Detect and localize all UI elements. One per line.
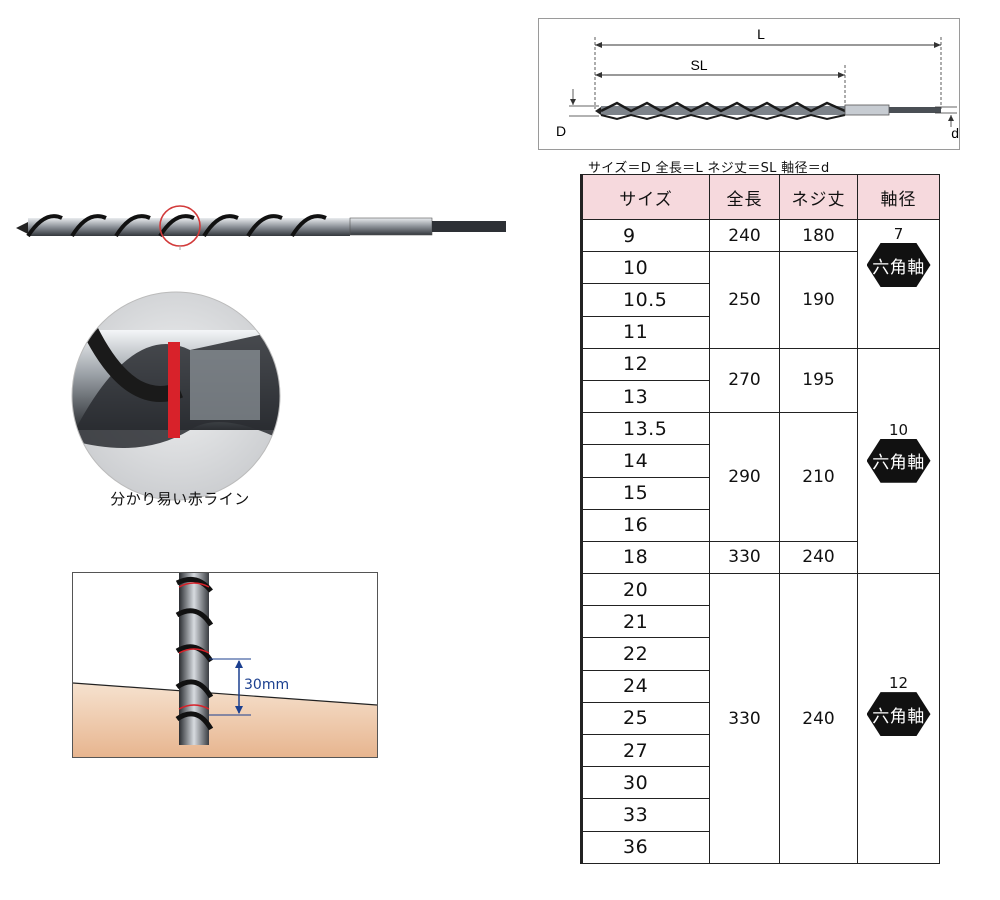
table-row: 33 — [581, 798, 940, 832]
size-cell: 12 — [581, 347, 710, 381]
size-cell: 10 — [581, 251, 710, 285]
hex-shaft-badge: 六角軸 — [866, 243, 931, 287]
red-line-zoom — [70, 270, 282, 502]
shaft-spec: 7 六角軸 — [858, 225, 939, 287]
size-cell: 16 — [581, 508, 710, 542]
shaft-cell: 7 六角軸 — [857, 219, 940, 349]
thread-length-cell: 240 — [779, 573, 858, 864]
shaft-diameter: 7 — [893, 225, 904, 243]
length-cell: 290 — [709, 412, 780, 542]
shaft-cell: 12 六角軸 — [857, 573, 940, 864]
thread-length-cell: 210 — [779, 412, 858, 542]
length-arrow-right — [934, 42, 941, 48]
header-thread-length: ネジ丈 — [779, 174, 858, 220]
size-cell: 36 — [581, 830, 710, 865]
dimension-diagram-svg: L SL D d — [556, 26, 959, 141]
table-row: 21 — [581, 605, 940, 639]
table-row: 13 — [581, 379, 940, 414]
size-cell: 13.5 — [581, 412, 710, 446]
size-cell: 18 — [581, 540, 710, 575]
shaft-diameter-label: d — [951, 125, 959, 141]
thread-length-cell: 195 — [779, 347, 858, 414]
drill-bit-illustration — [16, 205, 506, 258]
zoom-caption: 分かり易い赤ライン — [110, 490, 250, 508]
size-cell: 9 — [581, 218, 710, 253]
shaft-spec: 10 六角軸 — [858, 421, 939, 483]
thread-arrow-left — [595, 72, 602, 78]
table-row: 12 270 195 10 六角軸 — [581, 347, 940, 575]
table-row: 36 — [581, 830, 940, 865]
length-arrow-left — [595, 42, 602, 48]
table-header-row: サイズ 全長 ネジ丈 軸径 — [581, 174, 940, 220]
thread-length-label: SL — [690, 57, 707, 73]
drill-bit-photo — [10, 200, 510, 258]
size-cell: 22 — [581, 637, 710, 671]
wood-surface — [73, 683, 377, 757]
length-cell: 330 — [709, 573, 780, 864]
depth-label: 30mm — [244, 677, 290, 693]
depth-illustration — [72, 572, 378, 758]
header-size: サイズ — [581, 174, 710, 220]
size-cell: 15 — [581, 476, 710, 510]
table-row: 13.5 290 210 — [581, 412, 940, 542]
depth-svg — [73, 573, 377, 757]
drill-bit-diagram — [595, 101, 941, 121]
size-cell: 14 — [581, 444, 710, 478]
thread-length-cell: 240 — [779, 540, 858, 575]
size-cell: 20 — [581, 573, 710, 607]
length-cell: 270 — [709, 347, 780, 414]
size-cell: 25 — [581, 701, 710, 736]
table-row: 14 — [581, 444, 940, 478]
shaft-diameter: 10 — [888, 420, 909, 439]
size-cell: 30 — [581, 766, 710, 800]
shaft-cell: 10 六角軸 — [857, 347, 940, 575]
table-row: 20 330 240 12 六角軸 — [581, 573, 940, 864]
spec-table: サイズ 全長 ネジ丈 軸径 9 240 180 7 六角軸 10 250 190… — [580, 174, 940, 865]
table-row: 18 330 240 — [581, 540, 940, 575]
diameter-arrow — [570, 99, 576, 105]
shaft-spec: 12 六角軸 — [858, 674, 939, 737]
header-shaft: 軸径 — [857, 174, 940, 220]
table-row: 11 — [581, 315, 940, 349]
size-cell: 10.5 — [581, 283, 710, 317]
size-cell: 33 — [581, 798, 710, 832]
size-cell: 24 — [581, 669, 710, 703]
size-cell: 11 — [581, 315, 710, 349]
hex-shaft-badge: 六角軸 — [866, 438, 931, 483]
shaft-diameter: 12 — [888, 674, 909, 693]
hex-shaft-badge: 六角軸 — [866, 692, 931, 737]
diameter-label: D — [556, 123, 566, 139]
table-row: 24 — [581, 669, 940, 703]
table-row: 10.5 — [581, 283, 940, 317]
zoom-illustration — [71, 270, 281, 501]
length-cell: 250 — [709, 251, 780, 349]
spec-table-grid: サイズ 全長 ネジ丈 軸径 9 240 180 7 六角軸 10 250 190… — [580, 174, 940, 865]
size-cell: 27 — [581, 733, 710, 768]
dimension-diagram: L SL D d — [538, 18, 960, 150]
size-cell: 21 — [581, 605, 710, 639]
table-row: 10 250 190 — [581, 251, 940, 349]
size-cell: 13 — [581, 379, 710, 414]
table-row: 9 240 180 7 六角軸 — [581, 218, 940, 349]
thread-arrow-right — [838, 72, 845, 78]
shaft-arrow — [948, 115, 954, 121]
thread-length-cell: 190 — [779, 251, 858, 349]
table-row: 22 — [581, 637, 940, 671]
header-length: 全長 — [709, 174, 780, 220]
table-row: 15 — [581, 476, 940, 510]
dimension-legend: サイズ＝D 全長＝L ネジ丈＝SL 軸径＝d — [588, 161, 830, 176]
length-label: L — [757, 26, 765, 42]
length-cell: 240 — [709, 218, 780, 253]
thread-length-cell: 180 — [779, 218, 858, 253]
length-cell: 330 — [709, 540, 780, 575]
